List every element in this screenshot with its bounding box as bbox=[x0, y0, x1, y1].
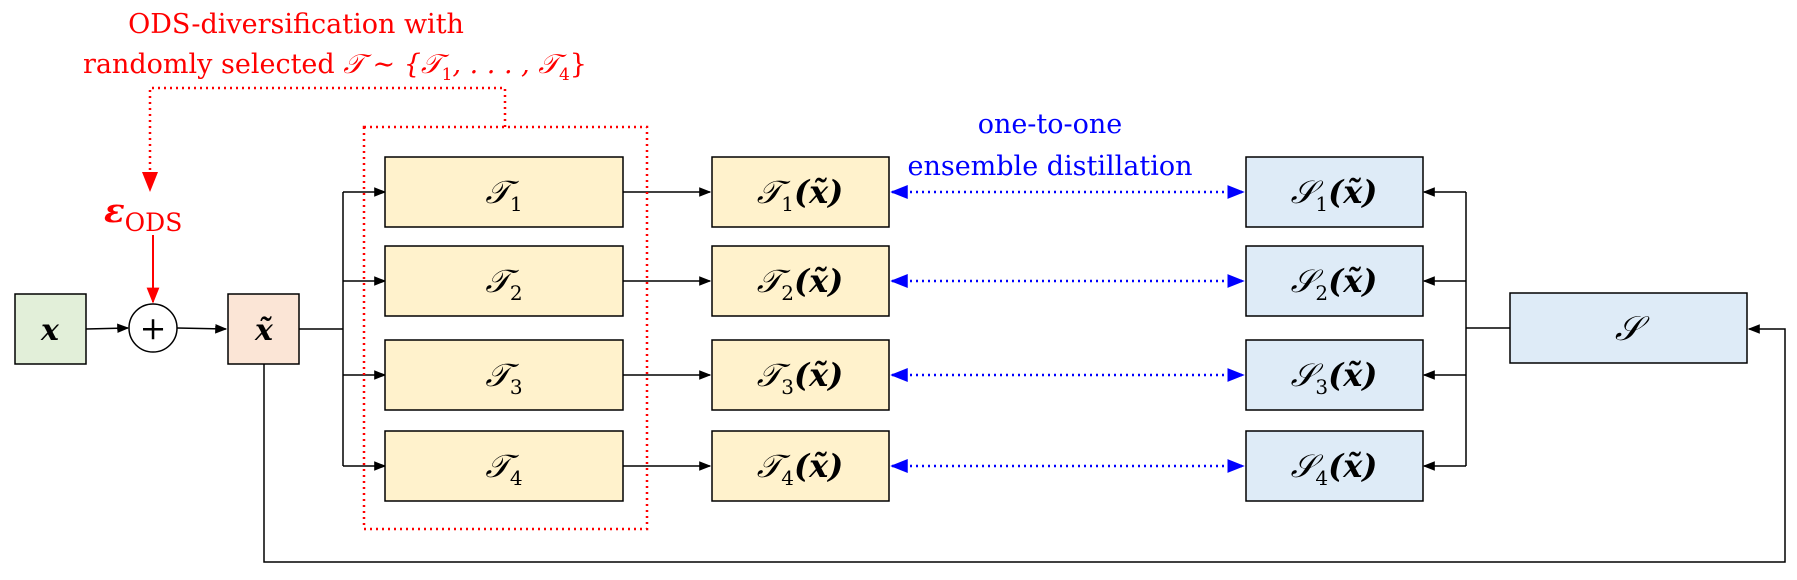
student-output-box bbox=[1245, 245, 1424, 317]
annotation-line2-mid: , . . . , 𝒯 bbox=[452, 49, 567, 80]
student-output-box bbox=[1245, 430, 1424, 502]
student-group: 𝒮1(x̃) 𝒮2(x̃) 𝒮3(x̃) 𝒮4(x̃) bbox=[890, 156, 1424, 502]
teacher-output-box bbox=[711, 430, 890, 502]
student-box bbox=[1509, 292, 1748, 364]
teacher-label-sub: 4 bbox=[510, 466, 523, 490]
epsilon-sub: ODS bbox=[125, 208, 183, 237]
annotation-line2-sub1: 1 bbox=[442, 65, 453, 85]
teacher-box bbox=[384, 339, 624, 411]
student-branch-lines bbox=[1422, 187, 1510, 471]
teacher-output-box bbox=[711, 245, 890, 317]
noisy-input-label: x̃ bbox=[254, 313, 274, 348]
student-output-label: 𝒮3(x̃) bbox=[1291, 356, 1378, 399]
annotation-line2-text: randomly selected bbox=[83, 49, 343, 80]
annotation-line2-end: } bbox=[570, 49, 587, 80]
teacher-branch-lines bbox=[299, 187, 387, 471]
teacher-output-box bbox=[711, 339, 890, 411]
annotation-line1: ODS-diversification with bbox=[128, 9, 464, 40]
student-output-box bbox=[1245, 339, 1424, 411]
student-output-label: 𝒮2(x̃) bbox=[1291, 262, 1378, 305]
plus-to-noisy-arrow bbox=[176, 323, 228, 334]
teacher-label-sub: 2 bbox=[510, 281, 523, 305]
student-output-label-arg: (x̃) bbox=[1328, 262, 1377, 300]
teacher-output-box bbox=[711, 156, 890, 228]
teacher-output-label-arg: (x̃) bbox=[794, 356, 843, 394]
input-x-label: x bbox=[40, 313, 60, 348]
teacher-output-label: 𝒯2(x̃) bbox=[757, 262, 844, 305]
teacher-output-label-arg: (x̃) bbox=[794, 447, 843, 485]
student-output-label-arg: (x̃) bbox=[1328, 173, 1377, 211]
student-output-label-sub: 2 bbox=[1315, 281, 1328, 305]
student-output-label-arg: (x̃) bbox=[1328, 447, 1377, 485]
teacher-label-sub: 3 bbox=[510, 375, 523, 399]
teacher-output-label: 𝒯1(x̃) bbox=[757, 173, 844, 216]
student-output-label-sub: 3 bbox=[1315, 375, 1328, 399]
teacher-output-label-sub: 2 bbox=[781, 281, 794, 305]
annotation-line2-sub2: 4 bbox=[559, 65, 570, 85]
student-output-box bbox=[1245, 156, 1424, 228]
teacher-output-label-sub: 3 bbox=[781, 375, 794, 399]
teacher-output-label: 𝒯4(x̃) bbox=[757, 447, 844, 490]
plus-icon: + bbox=[140, 309, 167, 347]
student-output-label-sub: 1 bbox=[1315, 192, 1328, 216]
epsilon-ods-label: εODS bbox=[104, 191, 182, 237]
teacher-box bbox=[384, 156, 624, 228]
student-output-label: 𝒮1(x̃) bbox=[1291, 173, 1378, 216]
teacher-box bbox=[384, 245, 624, 317]
epsilon-symbol: ε bbox=[104, 191, 125, 231]
teacher-output-label-sub: 1 bbox=[781, 192, 794, 216]
teacher-label: 𝒯3 bbox=[485, 356, 522, 399]
teacher-output-label-sub: 4 bbox=[781, 466, 794, 490]
input-to-plus-arrow bbox=[85, 323, 130, 334]
student-output-label-sub: 4 bbox=[1315, 466, 1328, 490]
input-x-box bbox=[14, 293, 87, 365]
annotation-line2-math: 𝒯 ∼ {𝒯 bbox=[343, 49, 450, 80]
teacher-output-label-arg: (x̃) bbox=[794, 262, 843, 300]
annotation-line2: randomly selected 𝒯 ∼ {𝒯1, . . . , 𝒯4} bbox=[83, 49, 587, 85]
teacher-output-label: 𝒯3(x̃) bbox=[757, 356, 844, 399]
ods-annotation: ODS-diversification with randomly select… bbox=[83, 9, 587, 85]
selector-dotted-arrow bbox=[142, 86, 507, 192]
teacher-box bbox=[384, 430, 624, 502]
noisy-to-student-loop bbox=[263, 324, 1786, 563]
teacher-label-sub: 1 bbox=[510, 192, 523, 216]
student-output-label-arg: (x̃) bbox=[1328, 356, 1377, 394]
student-output-label: 𝒮4(x̃) bbox=[1291, 447, 1378, 490]
teacher-output-label-arg: (x̃) bbox=[794, 173, 843, 211]
distill-label-line1: one-to-one bbox=[978, 109, 1123, 140]
distill-label-line2: ensemble distillation bbox=[907, 151, 1192, 182]
